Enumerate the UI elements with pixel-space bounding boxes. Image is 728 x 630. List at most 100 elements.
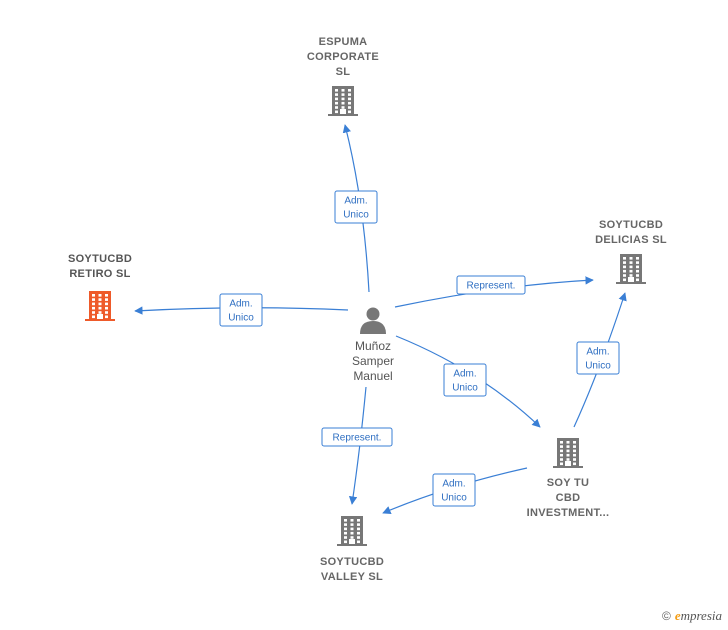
edge-person-investment: Adm.Unico	[395, 335, 541, 428]
node-label: SL	[336, 66, 351, 78]
building-window	[92, 302, 95, 306]
node-label: SOYTUCBD	[68, 253, 132, 265]
building-window	[560, 462, 563, 466]
building-window	[105, 298, 108, 301]
building-window	[92, 298, 95, 301]
building-window	[357, 540, 360, 544]
building-window	[341, 89, 345, 92]
building-window	[348, 93, 351, 96]
edge-label-text: Unico	[343, 210, 369, 221]
building-window	[629, 257, 633, 260]
edge-label-box[interactable]: Adm.Unico	[432, 473, 476, 507]
edge-label-frame	[432, 473, 476, 507]
building-window	[623, 265, 626, 269]
building-window	[344, 536, 347, 539]
building-icon	[337, 516, 367, 546]
node-label: Manuel	[353, 369, 392, 383]
building-window	[636, 257, 639, 260]
node-investment[interactable]: SOY TUCBDINVESTMENT...	[527, 438, 610, 519]
building-window	[636, 274, 639, 277]
edge-label-box[interactable]: Adm.Unico	[443, 363, 487, 397]
building-window	[573, 441, 576, 444]
brand-logo-e: e	[674, 608, 681, 623]
building-window	[341, 93, 345, 96]
node-label: SOY TU	[547, 477, 590, 489]
building-window	[105, 302, 108, 306]
building-window	[629, 261, 633, 264]
building-window	[629, 269, 633, 273]
building-window	[566, 445, 570, 448]
building-window	[344, 527, 347, 531]
building-window	[357, 519, 360, 522]
building-window	[348, 97, 351, 101]
building-window	[357, 527, 360, 531]
edge-label-box[interactable]: Adm.Unico	[334, 190, 378, 224]
edge-label-text: Unico	[585, 361, 611, 372]
building-window	[566, 449, 570, 453]
node-label: VALLEY SL	[321, 571, 383, 583]
building-window	[344, 523, 347, 526]
building-window	[573, 458, 576, 461]
edge-label-box[interactable]: Represent.	[456, 275, 526, 295]
building-window	[350, 523, 354, 526]
building-window	[344, 540, 347, 544]
edge-label-text: Adm.	[586, 347, 609, 358]
building-window	[623, 269, 626, 273]
edge-line	[348, 386, 367, 505]
building-window	[92, 294, 95, 297]
building-window	[348, 89, 351, 92]
edge-label-text: Adm.	[442, 479, 465, 490]
edge-label-box[interactable]: Represent.	[321, 427, 393, 447]
edge-label-frame	[321, 427, 393, 447]
node-retiro[interactable]: SOYTUCBD RETIRO SL	[68, 253, 132, 321]
edges-layer: Adm.UnicoRepresent.Adm.UnicoAdm.UnicoRep…	[134, 124, 627, 514]
building-window	[105, 311, 108, 314]
edge-person-retiro: Adm.Unico	[134, 293, 349, 327]
building-window	[344, 519, 347, 522]
building-base	[616, 282, 646, 284]
building-icon	[85, 291, 115, 321]
building-base	[337, 544, 367, 546]
edge-label-frame	[334, 190, 378, 224]
node-label: CBD	[556, 492, 581, 504]
node-label: Muñoz	[355, 339, 391, 353]
building-window	[623, 261, 626, 264]
node-label: CORPORATE	[307, 51, 379, 63]
edge-investment-delicias: Adm. Unico	[573, 292, 627, 428]
edge-label-frame	[456, 275, 526, 295]
building-base	[85, 319, 115, 321]
building-window	[348, 110, 351, 114]
node-label: SOYTUCBD	[599, 219, 663, 231]
edge-label-text: Represent.	[333, 433, 382, 444]
building-window	[98, 311, 102, 314]
building-window	[348, 106, 351, 109]
edge-label-text: Unico	[228, 313, 254, 324]
building-window	[636, 261, 639, 264]
building-door	[97, 314, 103, 319]
brand-logo[interactable]: empresia	[675, 608, 722, 624]
building-base	[553, 466, 583, 468]
building-window	[573, 462, 576, 466]
building-window	[629, 274, 633, 277]
edge-label-box[interactable]: Adm. Unico	[576, 341, 620, 375]
building-window	[636, 269, 639, 273]
building-base	[328, 114, 358, 116]
building-window	[348, 101, 351, 105]
building-window	[566, 453, 570, 457]
building-window	[623, 274, 626, 277]
building-window	[335, 93, 338, 96]
building-door	[340, 109, 346, 114]
footer-credit: © empresia	[662, 608, 722, 624]
edge-person-delicias: Represent.	[394, 275, 594, 308]
edge-label-box[interactable]: Adm.Unico	[219, 293, 263, 327]
node-label: RETIRO SL	[69, 268, 130, 280]
building-window	[350, 531, 354, 535]
building-window	[98, 298, 102, 301]
building-door	[628, 277, 634, 282]
person-body	[360, 321, 386, 334]
